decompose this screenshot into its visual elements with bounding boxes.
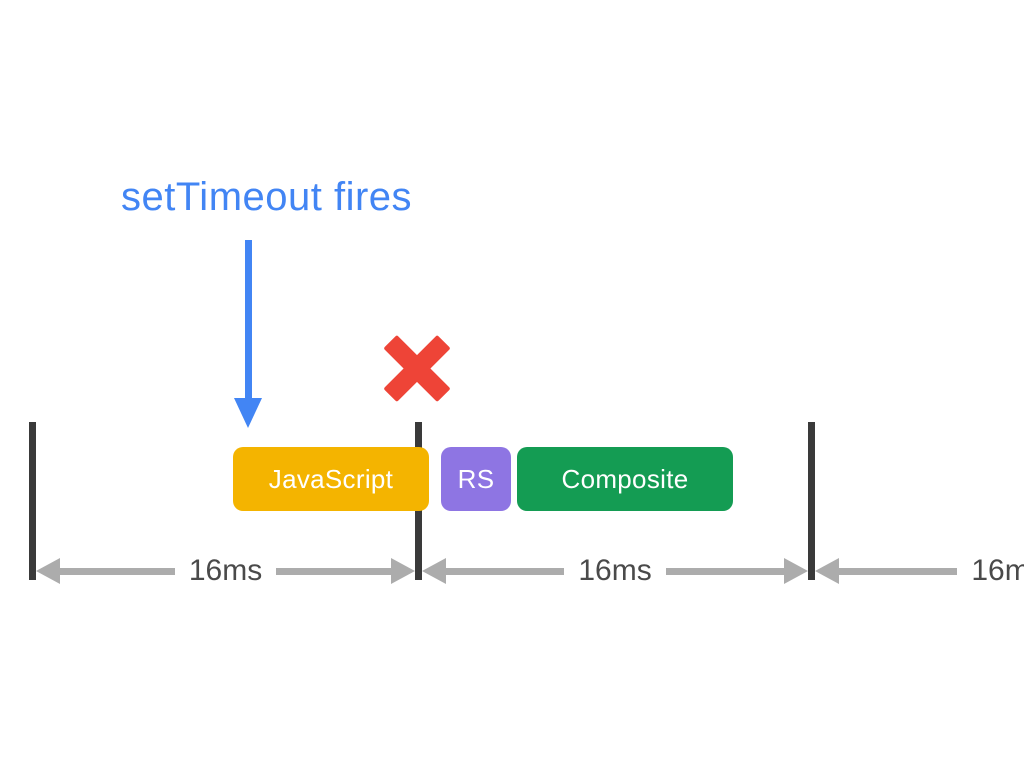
javascript-task-block: JavaScript [233,447,429,511]
arrowhead-left-icon [36,558,60,584]
settimeout-arrow-icon [234,240,262,428]
frame-duration-label: 16ms [971,554,1024,587]
arrowhead-right-icon [391,558,416,584]
arrowhead-right-icon [784,558,809,584]
arrowhead-left-icon [422,558,446,584]
frame-duration-label: 16ms [188,554,263,587]
frame-interval-measure-2: 16ms [422,554,809,587]
frame-boundary-bar-3 [808,422,815,580]
raster-task-block: RS [441,447,511,511]
frame-interval-measure-1: 16ms [36,554,416,587]
frame-boundary-bar-1 [29,422,36,580]
arrow-head [234,398,262,428]
arrowhead-left-icon [815,558,839,584]
arrow-shaft [244,240,252,400]
frame-duration-label: 16ms [578,554,652,587]
settimeout-fires-label: setTimeout fires [121,175,413,219]
composite-task-block: Composite [517,447,733,511]
frame-interval-measure-3: 16ms [815,554,1024,587]
missed-frame-x-icon [377,328,457,408]
